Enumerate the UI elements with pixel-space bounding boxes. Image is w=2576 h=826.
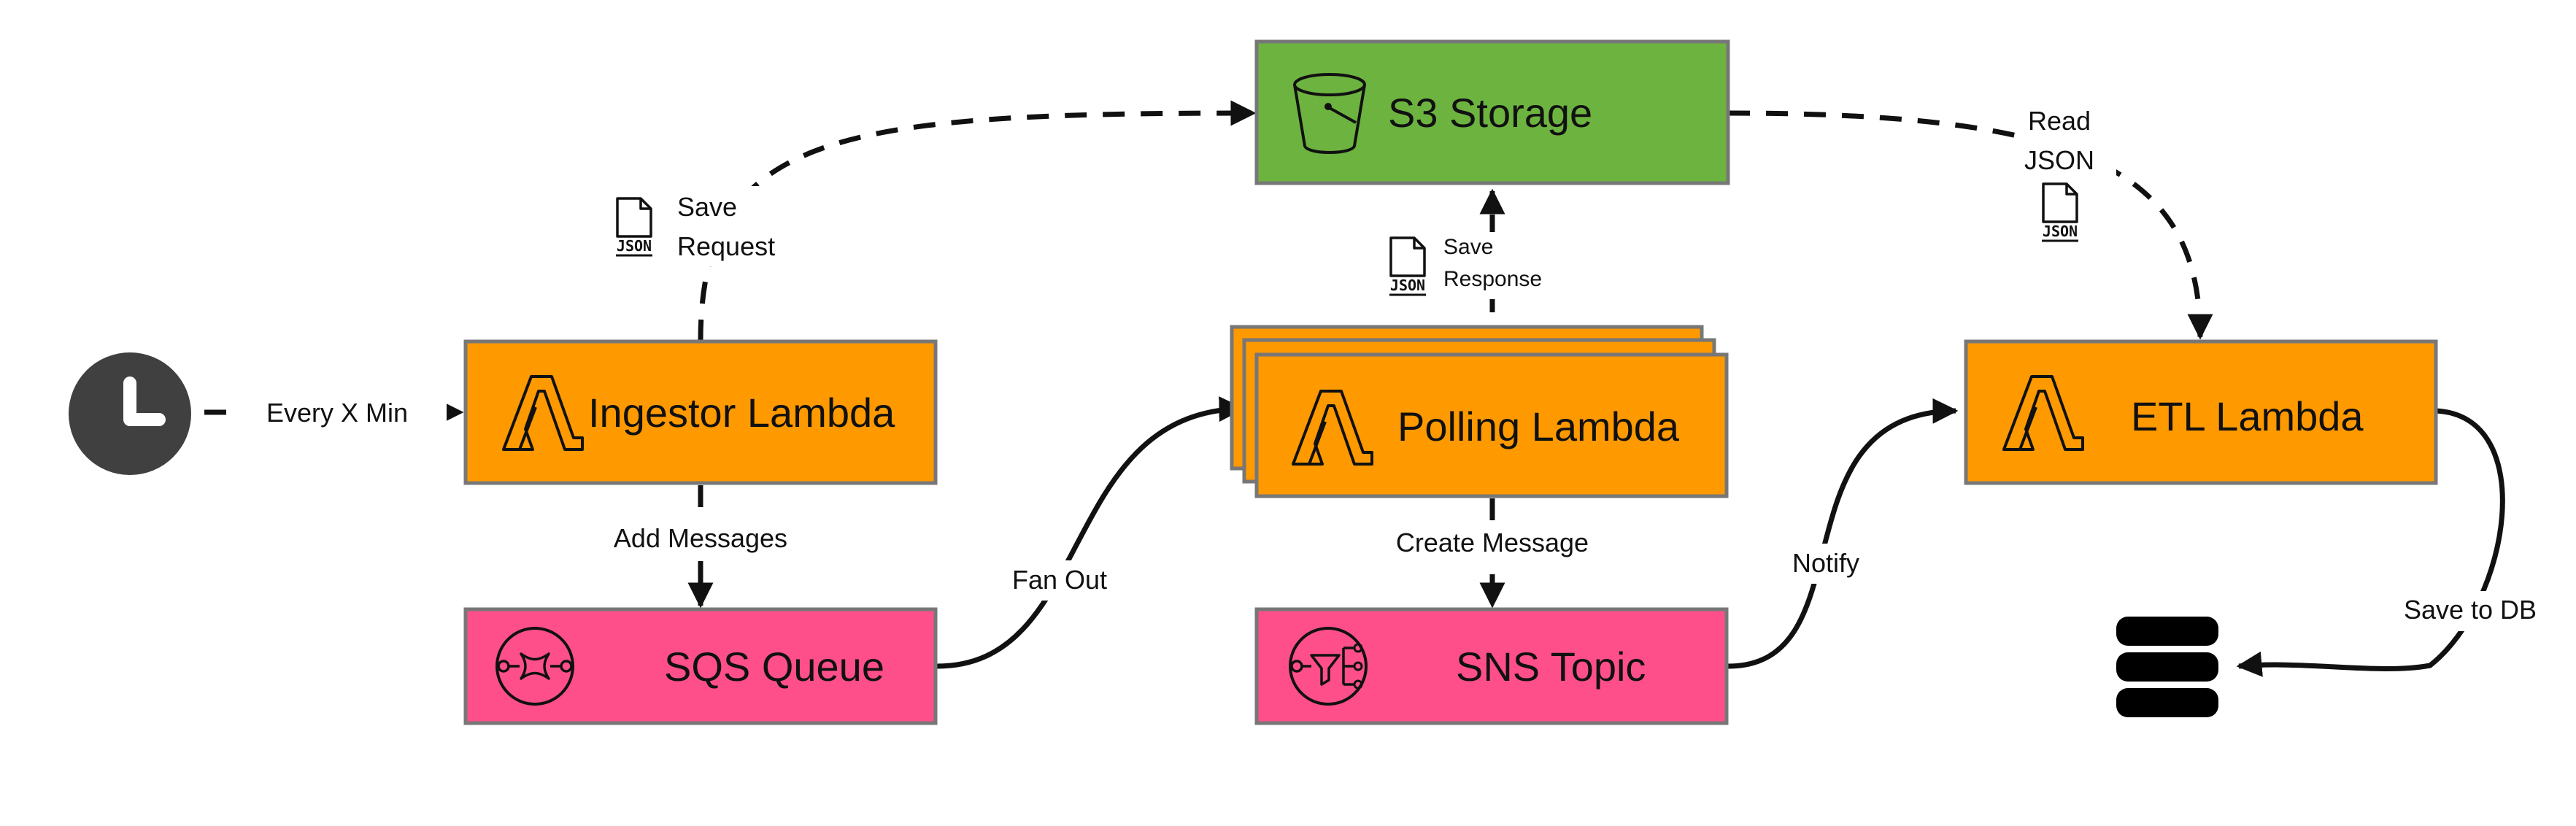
sns-icon bbox=[1289, 627, 1368, 706]
edge-label-save-to-db: Save to DB bbox=[2404, 595, 2537, 625]
sqs-queue-node[interactable]: SQS Queue bbox=[463, 607, 938, 725]
clock-icon bbox=[123, 377, 166, 426]
edge-label-fan-out: Fan Out bbox=[1012, 565, 1107, 595]
etl-lambda-node[interactable]: ETL Lambda bbox=[1964, 339, 2438, 485]
svg-text:JSON: JSON bbox=[2024, 145, 2094, 175]
ingestor-lambda-label: Ingestor Lambda bbox=[588, 390, 895, 436]
sqs-queue-label: SQS Queue bbox=[664, 644, 884, 690]
save-request-annotation: JSON Save Request bbox=[607, 186, 790, 266]
s3-storage-label: S3 Storage bbox=[1388, 90, 1592, 136]
timer-node[interactable] bbox=[69, 352, 191, 475]
edge-save-to-db bbox=[2236, 408, 2505, 677]
edge-fan-out bbox=[936, 396, 1245, 669]
svg-text:Save: Save bbox=[1443, 235, 1493, 259]
json-file-icon: JSON bbox=[1389, 236, 1426, 296]
read-json-annotation: Read JSON JSON bbox=[2021, 102, 2116, 255]
save-response-annotation: JSON Save Response bbox=[1379, 232, 1547, 299]
edge-label-create-message: Create Message bbox=[1396, 528, 1589, 557]
svg-text:JSON: JSON bbox=[617, 237, 652, 255]
svg-text:JSON: JSON bbox=[2043, 223, 2078, 240]
svg-text:Read: Read bbox=[2028, 106, 2091, 136]
polling-lambda-label: Polling Lambda bbox=[1397, 404, 1680, 449]
ingestor-lambda-node[interactable]: Ingestor Lambda bbox=[463, 339, 938, 485]
edges: Every X Min Add Messages Fan Out Create … bbox=[204, 100, 2561, 677]
sqs-icon bbox=[495, 627, 574, 706]
svg-text:Save: Save bbox=[677, 192, 737, 222]
sns-topic-label: SNS Topic bbox=[1456, 644, 1646, 690]
edge-notify bbox=[1727, 398, 1959, 669]
edge-label-add-messages: Add Messages bbox=[614, 523, 787, 553]
bucket-icon bbox=[1293, 73, 1366, 154]
edge-read-json bbox=[1727, 110, 2213, 340]
svg-text:Response: Response bbox=[1443, 267, 1542, 291]
svg-text:Request: Request bbox=[677, 231, 775, 261]
edge-label-every-x-min: Every X Min bbox=[266, 398, 408, 428]
etl-lambda-label: ETL Lambda bbox=[2131, 393, 2364, 439]
svg-text:JSON: JSON bbox=[1390, 277, 1425, 294]
json-file-icon: JSON bbox=[2042, 182, 2078, 242]
database-icon bbox=[2116, 617, 2218, 717]
polling-lambda-node[interactable]: Polling Lambda bbox=[1230, 325, 1729, 498]
edge-label-notify: Notify bbox=[1792, 548, 1859, 578]
database-node[interactable] bbox=[2116, 617, 2218, 717]
sns-topic-node[interactable]: SNS Topic bbox=[1254, 607, 1729, 725]
s3-storage-node[interactable]: S3 Storage bbox=[1254, 39, 1730, 185]
json-file-icon: JSON bbox=[616, 197, 652, 257]
